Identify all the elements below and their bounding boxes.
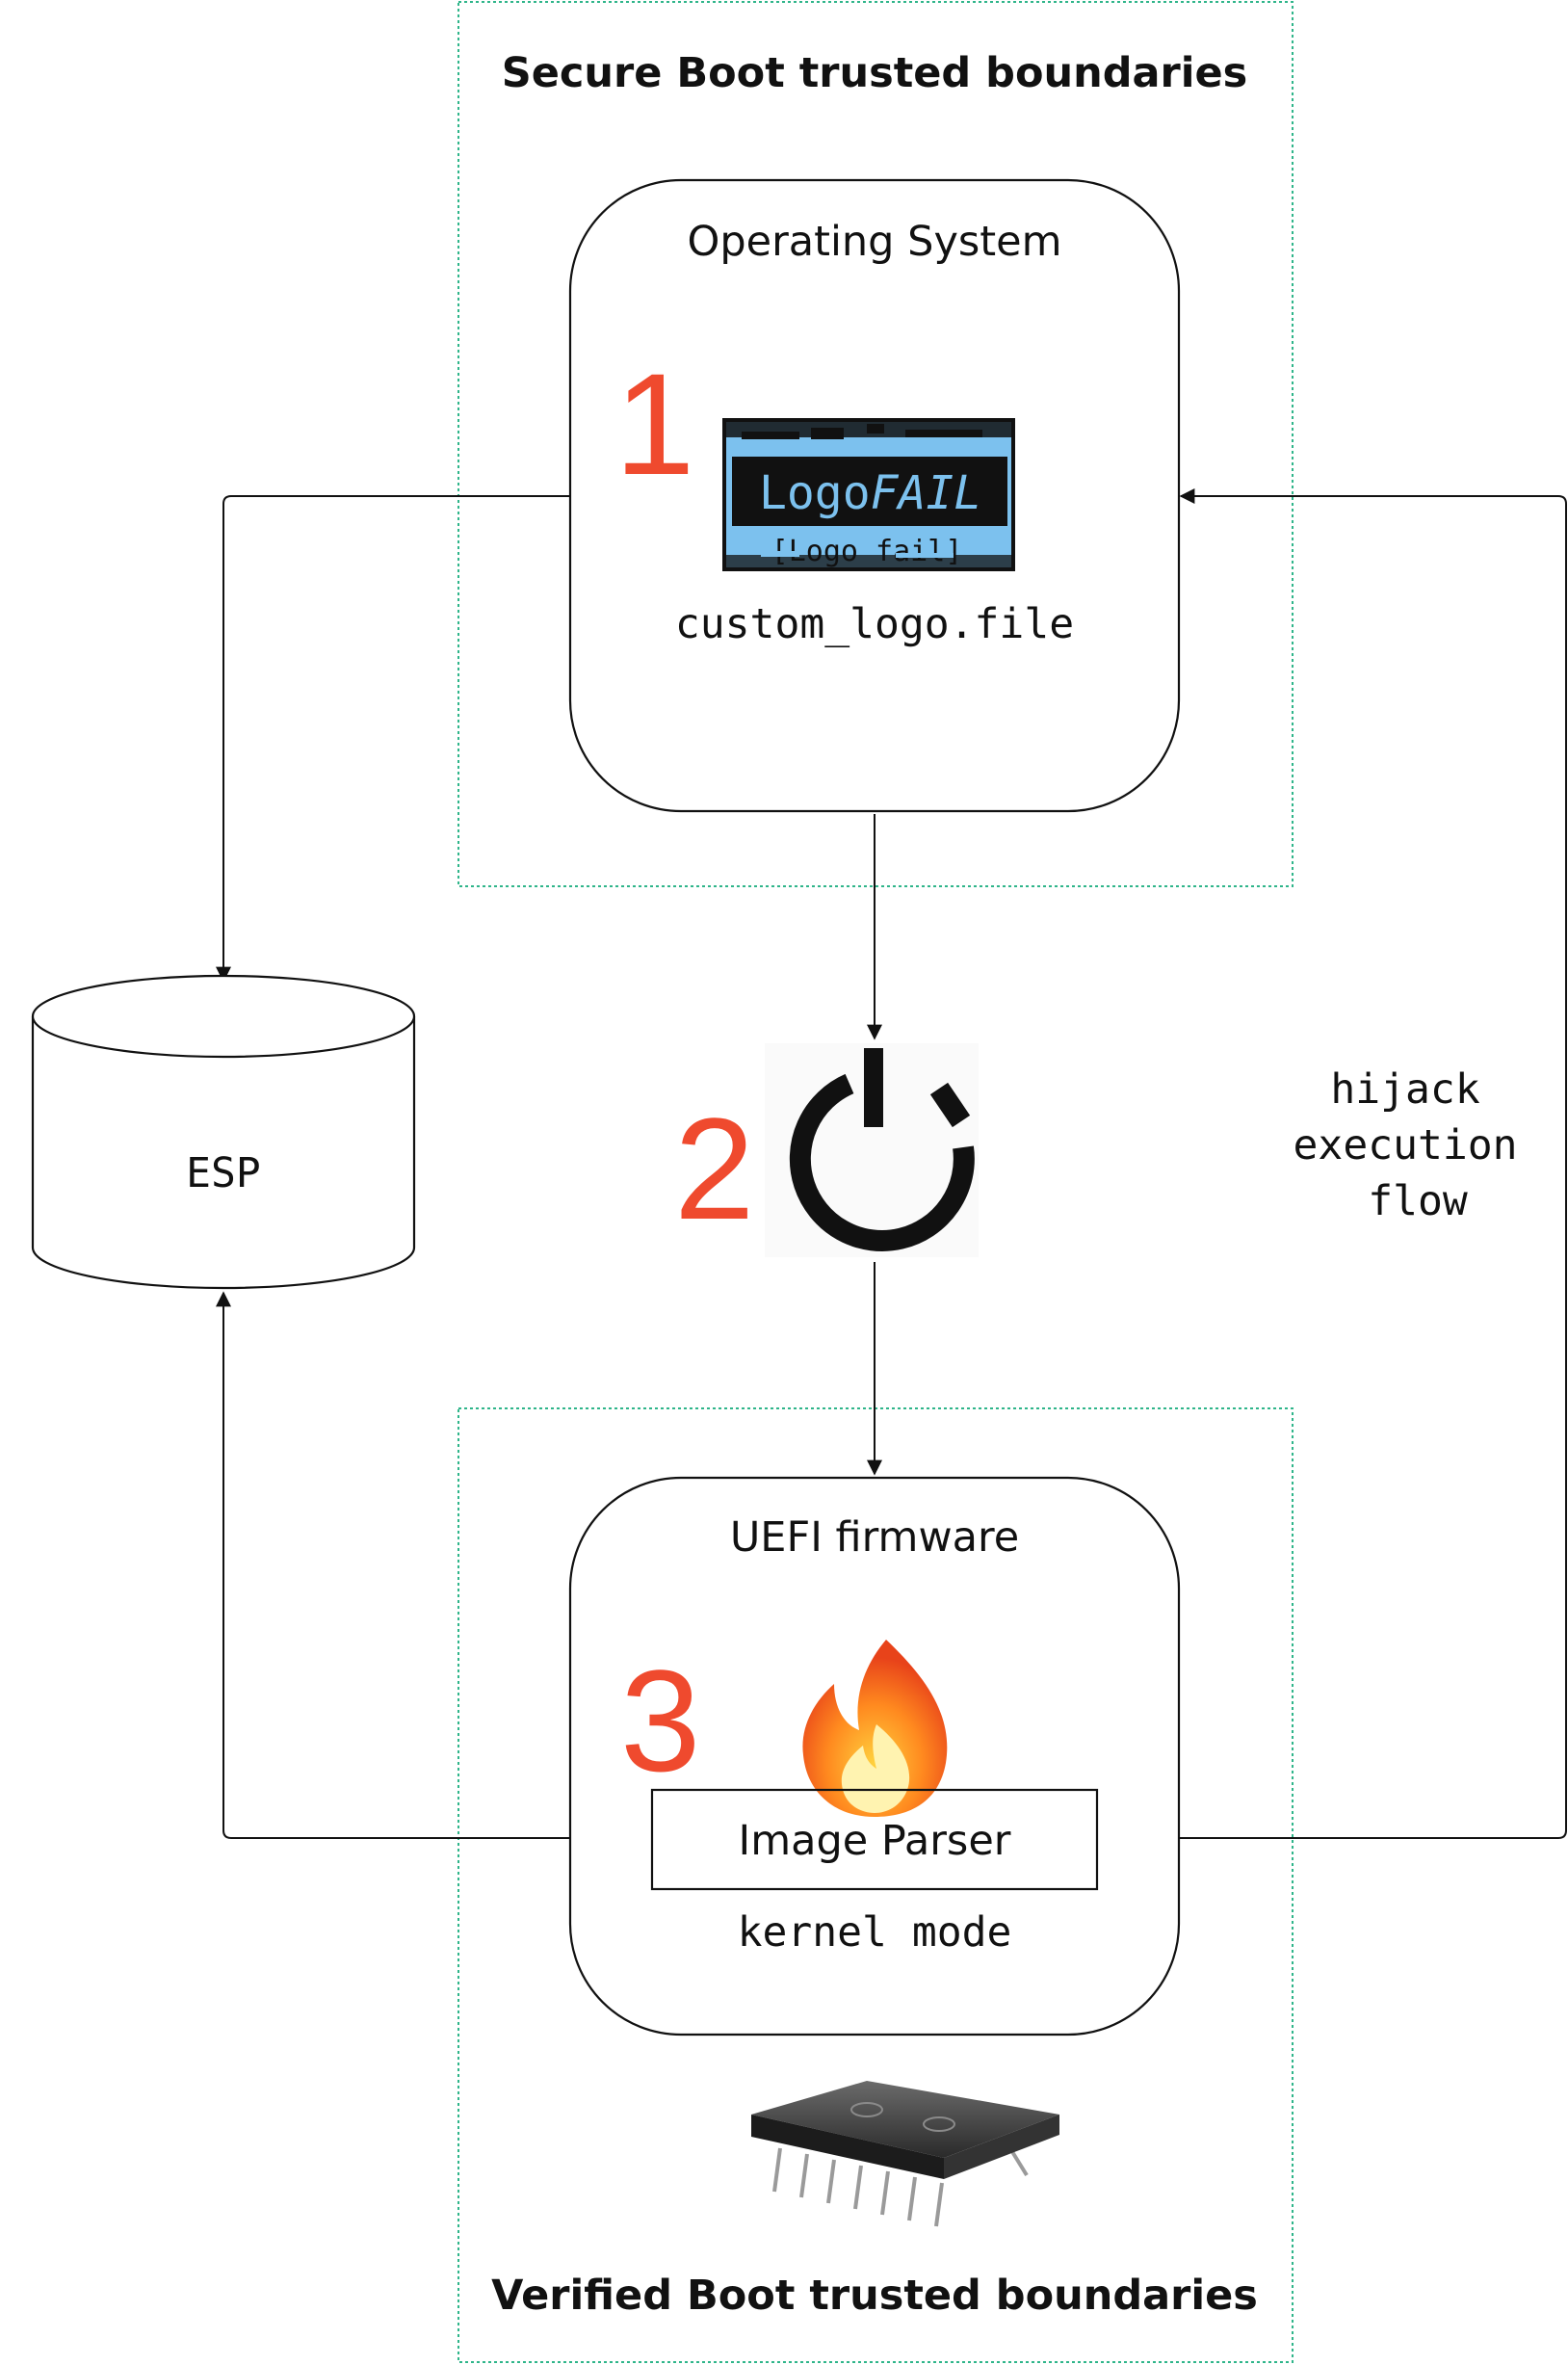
verified-boot-title: Verified Boot trusted boundaries: [491, 2272, 1258, 2320]
esp-storage: [31, 974, 416, 1290]
power-icon: [765, 1043, 979, 1257]
uefi-firmware-title: UEFI firmware: [730, 1513, 1019, 1562]
chip-icon: [751, 2081, 1059, 2227]
image-parser-label: Image Parser: [739, 1817, 1011, 1865]
step-1-number: 1: [614, 343, 694, 505]
logo-text-italic: FAIL: [871, 466, 982, 520]
edge-hijack-flow: [1098, 488, 1567, 1839]
step-3-number: 3: [620, 1640, 700, 1801]
secure-boot-title: Secure Boot trusted boundaries: [502, 49, 1247, 97]
logofail-logo-icon: LogoFAIL [Logo fail]: [722, 418, 1015, 571]
image-parser-box: [650, 1788, 1099, 1891]
custom-logo-file-name: custom_logo.file: [675, 600, 1074, 648]
hijack-execution-flow-label: hijack execution flow: [1294, 1065, 1543, 1225]
step-2-number: 2: [674, 1088, 754, 1249]
svg-text:LogoFAIL: LogoFAIL: [759, 466, 981, 520]
edge-esp-parser: [216, 1291, 653, 1846]
logo-text-regular: Logo: [759, 466, 871, 520]
edge-logo-to-esp: [216, 495, 732, 983]
kernel-mode-label: kernel mode: [738, 1908, 1012, 1957]
esp-label: ESP: [186, 1149, 261, 1197]
operating-system-title: Operating System: [688, 218, 1062, 266]
